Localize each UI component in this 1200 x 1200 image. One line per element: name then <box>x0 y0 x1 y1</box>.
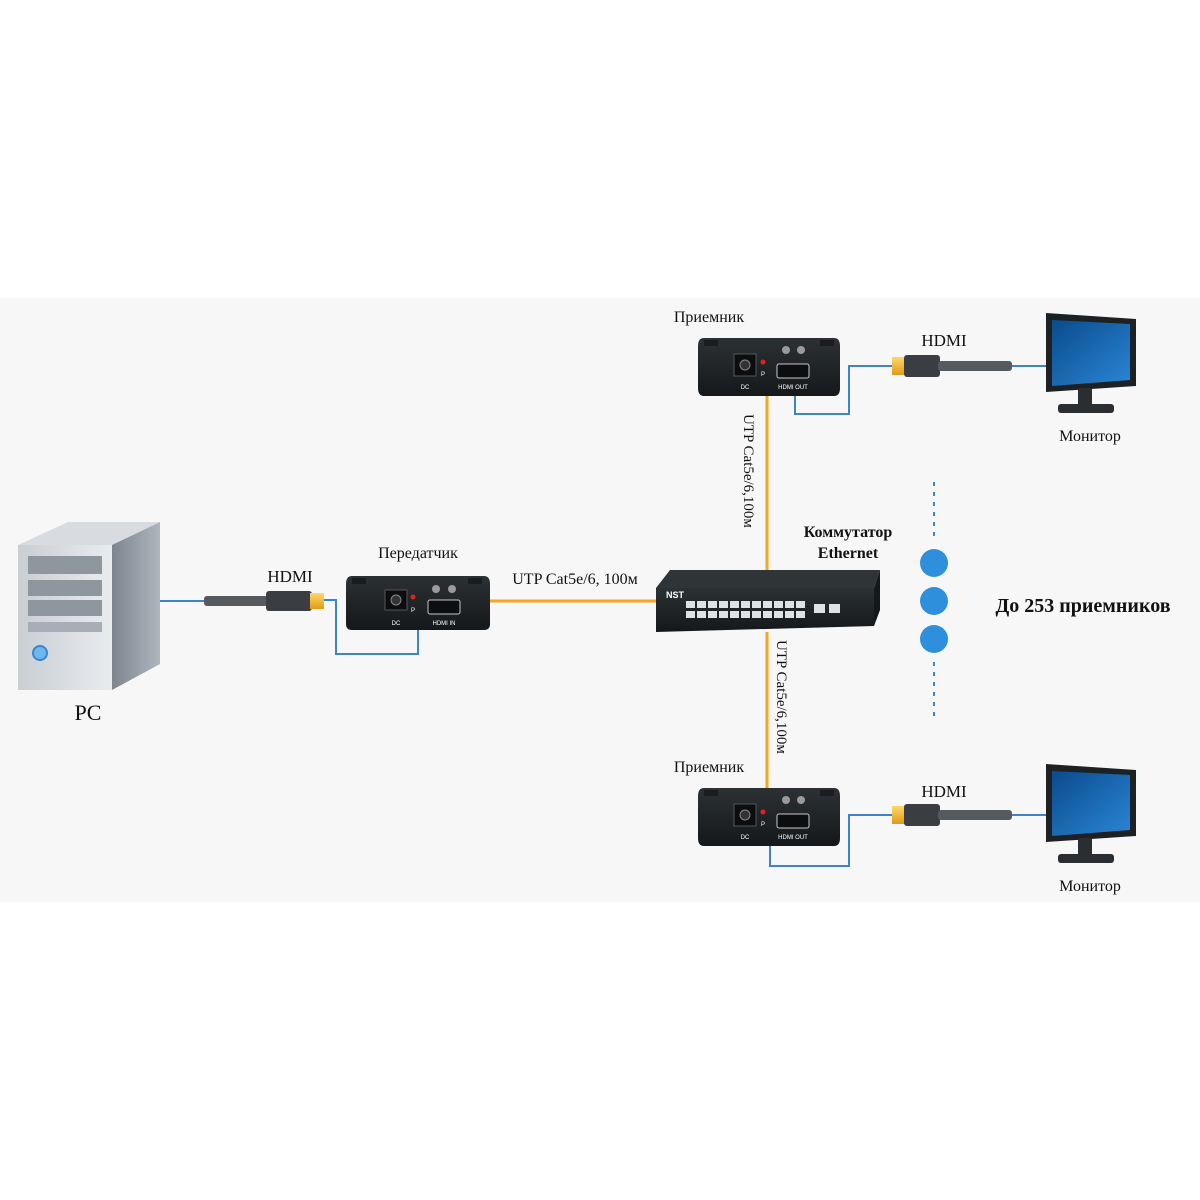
monitor-bottom <box>1046 764 1136 863</box>
hdmi-cable-bottom <box>892 804 1012 826</box>
rx-bottom-port-text: HDMI OUT <box>778 835 808 841</box>
tx-port-text: HDMI IN <box>433 621 456 627</box>
rx-bottom-dc-text: DC <box>741 835 750 841</box>
utp-label-horizontal: UTP Cat5e/6, 100м <box>512 571 638 588</box>
tx-dc-text: DC <box>392 621 401 627</box>
transmitter-device <box>346 576 490 630</box>
receiver-top-label: Приемник <box>674 309 744 326</box>
monitor-bottom-label: Монитор <box>1059 878 1121 895</box>
dot-2 <box>920 587 948 615</box>
receiver-bottom-label: Приемник <box>674 759 744 776</box>
utp-cables <box>490 396 769 790</box>
dot-3 <box>920 625 948 653</box>
tx-hdmi-wire <box>322 599 419 655</box>
receiver-bottom-device <box>698 788 840 846</box>
rx-top-port-text: HDMI OUT <box>778 385 808 391</box>
hdmi-cable-pc <box>204 591 324 611</box>
rx-bottom-hdmi-wire <box>769 814 895 867</box>
more-receivers-indicator <box>920 482 948 722</box>
monitor-top <box>1046 313 1136 413</box>
receiver-top-device <box>698 338 840 396</box>
up-to-receivers-label: До 253 приемников <box>995 595 1170 617</box>
pc-tower <box>18 522 160 690</box>
tx-p-text: P <box>411 608 415 614</box>
hdmi-label-top: HDMI <box>921 331 967 350</box>
utp-label-bottom: UTP Cat5e/6,100м <box>773 640 789 754</box>
dot-1 <box>920 549 948 577</box>
rx-bottom-p-text: P <box>761 822 765 828</box>
switch-label-line1: Коммутатор <box>804 524 893 541</box>
hdmi-label-bottom: HDMI <box>921 782 967 801</box>
utp-label-top: UTP Cat5e/6,100м <box>740 414 756 528</box>
pc-label: PC <box>75 700 102 725</box>
hdmi-label-pc: HDMI <box>267 567 313 586</box>
hdmi-cable-top <box>892 355 1012 377</box>
switch-label-line2: Ethernet <box>818 545 879 562</box>
rx-top-hdmi-wire <box>794 365 895 415</box>
rx-top-p-text: P <box>761 372 765 378</box>
switch-brand-text: NST <box>666 590 685 600</box>
transmitter-label: Передатчик <box>378 545 458 562</box>
rx-top-dc-text: DC <box>741 385 750 391</box>
monitor-top-label: Монитор <box>1059 428 1121 445</box>
hdmi-wires <box>160 365 1048 867</box>
ethernet-switch <box>656 570 880 632</box>
